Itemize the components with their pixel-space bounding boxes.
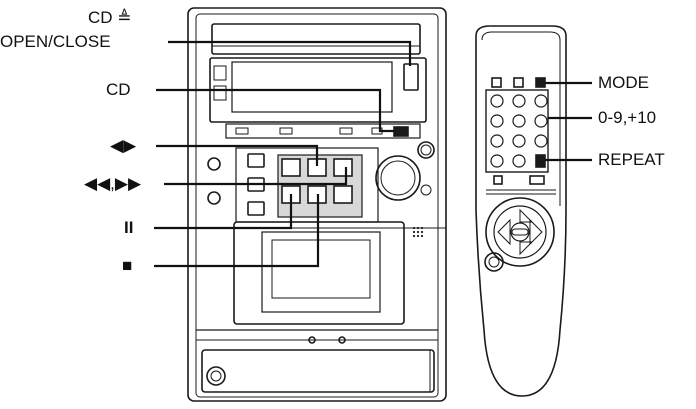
- mode-button: [535, 77, 546, 88]
- phones-jack: [206, 366, 226, 386]
- main-unit-body: [187, 7, 447, 402]
- leader-play-pause: [156, 144, 319, 166]
- label-cd-open-close-line1: CD ≜: [88, 8, 132, 27]
- bottom-drawer: [201, 349, 435, 393]
- label-stop: ■: [122, 256, 133, 275]
- leader-pause: [154, 194, 293, 230]
- label-cd: CD: [106, 80, 131, 99]
- skip-back-button: [281, 158, 301, 177]
- leader-stop: [154, 194, 320, 268]
- skip-forward-button: [333, 158, 353, 177]
- leader-cd-open-close: [168, 40, 412, 66]
- label-play-pause: ◀▶: [110, 136, 137, 155]
- label-pause: II: [124, 218, 134, 237]
- numeric-keypad: [485, 89, 549, 173]
- cd-tray: [211, 23, 421, 55]
- leader-skip: [164, 167, 348, 186]
- leader-cd: [156, 88, 394, 133]
- cd-open-close-button: [403, 63, 419, 91]
- label-repeat: REPEAT: [598, 150, 665, 169]
- repeat-button: [535, 154, 546, 168]
- cd-button: [393, 126, 409, 137]
- label-cd-open-close-line2: OPEN/CLOSE: [0, 32, 111, 51]
- label-numeric: 0-9,+10: [598, 108, 657, 127]
- remote-dpad: [485, 197, 555, 267]
- volume-knob: [375, 155, 421, 201]
- label-mode: MODE: [598, 73, 649, 92]
- remote-control-body: [475, 25, 567, 397]
- label-skip: ◀◀,▶▶: [84, 174, 142, 193]
- grille-dots: [412, 226, 424, 238]
